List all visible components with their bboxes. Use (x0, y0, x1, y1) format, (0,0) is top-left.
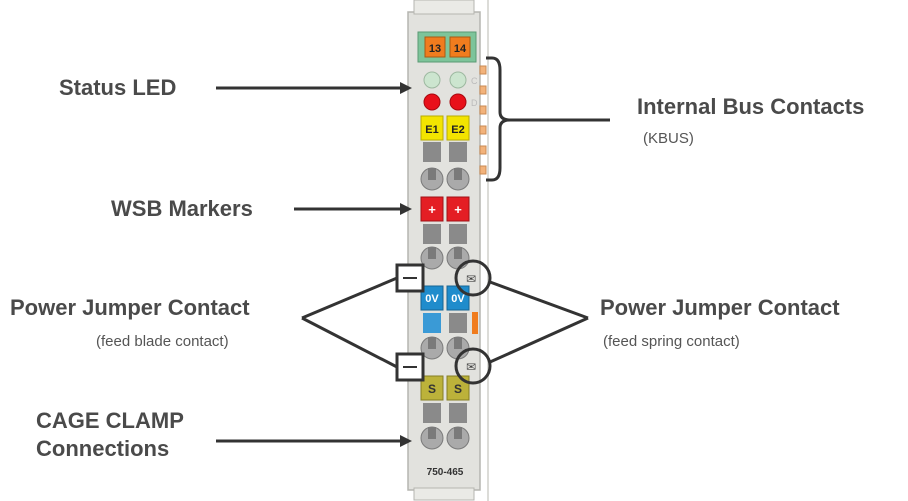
terminal-number-13: 13 (429, 43, 441, 55)
internal-bus-label: Internal Bus Contacts (637, 94, 865, 119)
wsb-marker-2 (446, 196, 470, 222)
pj-spring-callout (454, 259, 589, 385)
plus-marker-1: + (428, 202, 436, 217)
status-led-label: Status LED (59, 75, 177, 100)
spring-contact-icon: ✉ (466, 272, 476, 286)
error-label-e2: E2 (451, 124, 464, 136)
kbus-contacts (479, 65, 487, 175)
led-letter-c: C (471, 76, 478, 86)
pj-right-label: Power Jumper Contact (600, 295, 840, 320)
pj-right-sublabel: (feed spring contact) (603, 333, 740, 350)
pj-left-label: Power Jumper Contact (10, 295, 250, 320)
spring-contact-icon-2: ✉ (466, 360, 476, 374)
status-led-red-1 (423, 93, 441, 111)
callout-lines (216, 82, 412, 447)
cage-clamp-label-line2: Connections (36, 436, 170, 461)
error-label-e1: E1 (425, 124, 438, 136)
pj-left-sublabel: (feed blade contact) (96, 333, 229, 350)
terminal-number-14: 14 (454, 43, 467, 55)
part-number: 750-465 (427, 467, 464, 478)
cage-clamp-label-line1: CAGE CLAMP (36, 408, 184, 433)
zero-v-marker-1: 0V (425, 293, 439, 305)
status-led-green-1 (423, 71, 441, 89)
shield-marker-1: S (428, 382, 436, 396)
wsb-markers-label: WSB Markers (111, 196, 253, 221)
shield-marker-2: S (454, 382, 462, 396)
wsb-marker-1 (420, 196, 444, 222)
status-led-green-2 (449, 71, 467, 89)
kbus-brace (486, 56, 511, 182)
led-letter-d: D (471, 98, 478, 108)
internal-bus-sublabel: (KBUS) (643, 130, 694, 147)
zero-v-marker-2: 0V (451, 293, 465, 305)
plus-marker-2: + (454, 202, 462, 217)
pj-blade-callout (301, 263, 425, 382)
status-led-red-2 (449, 93, 467, 111)
io-module: 13 14 C D E1 E2 + (407, 0, 489, 501)
